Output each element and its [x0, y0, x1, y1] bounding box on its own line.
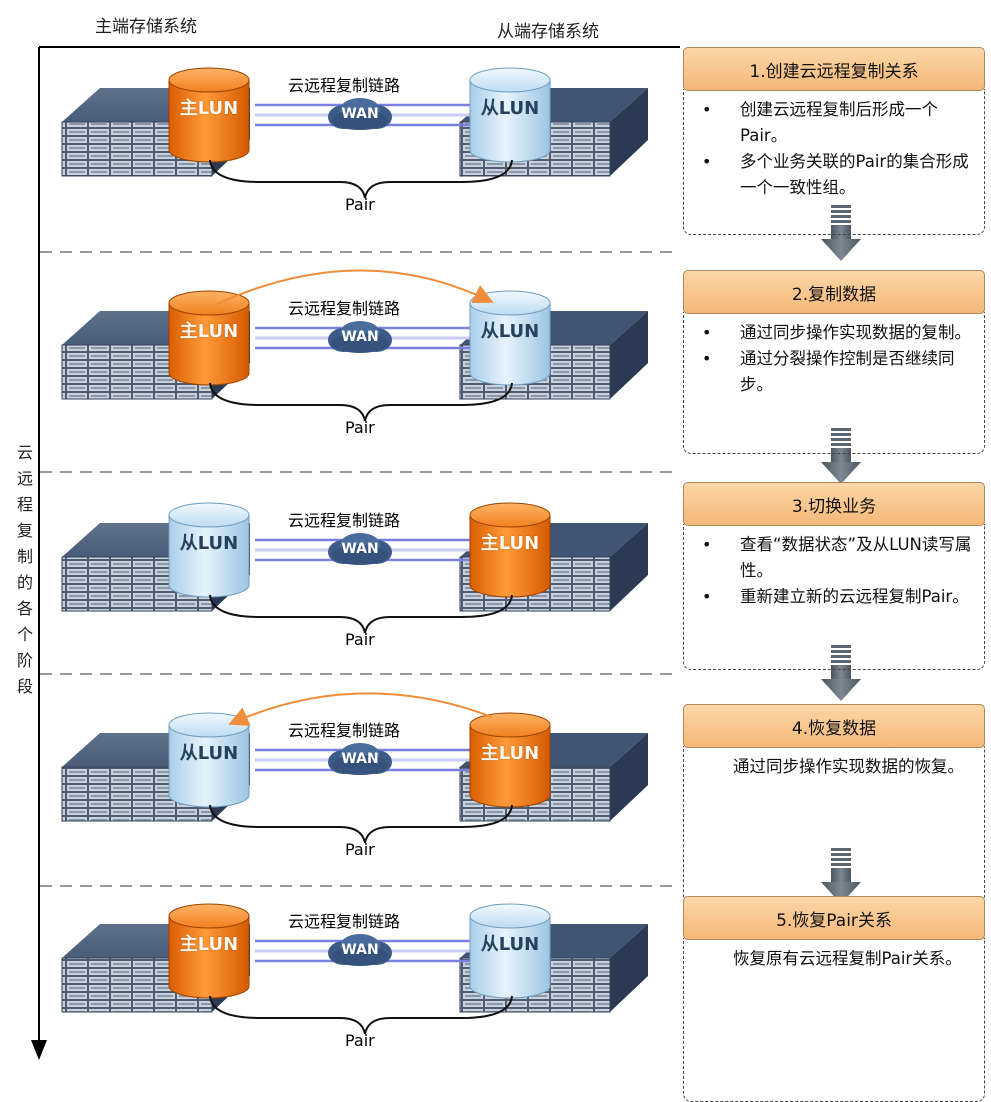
stage-card-body: 通过同步操作实现数据的恢复。	[683, 746, 985, 904]
timeline-arrowhead	[31, 1040, 47, 1060]
wan-cloud-icon	[328, 321, 392, 353]
primary-storage-header: 主端存储系统	[95, 17, 197, 37]
stage-card-title: 3.切换业务	[683, 482, 985, 526]
stage-card-bullet: 多个业务关联的Pair的集合形成一个一致性组。	[696, 149, 974, 201]
wan-cloud-icon	[328, 743, 392, 775]
next-stage-arrow-icon	[821, 205, 861, 261]
stage-card-title: 2.复制数据	[683, 270, 985, 314]
replication-stage	[61, 67, 648, 199]
stage-card-text: 恢复原有云远程复制Pair关系。	[733, 949, 962, 968]
wan-label: WAN	[341, 942, 379, 958]
right-lun-label: 从LUN	[480, 98, 540, 119]
pair-brace	[209, 804, 513, 844]
vertical-title-char: 程	[16, 495, 33, 514]
vertical-title-char: 云	[16, 443, 33, 462]
stage-card-bullet: 通过分裂操作控制是否继续同步。	[696, 346, 974, 398]
replication-stage	[61, 502, 648, 634]
wan-label: WAN	[341, 106, 379, 122]
left-lun-label: 从LUN	[179, 533, 239, 554]
stage-card-bullet: 查看“数据状态”及从LUN读写属性。	[696, 532, 974, 584]
pair-label: Pair	[345, 418, 375, 437]
pair-label: Pair	[345, 630, 375, 649]
left-lun-label: 从LUN	[179, 743, 239, 764]
main-lun-cylinder	[168, 290, 250, 386]
stage-card-bullet: 通过同步操作实现数据的复制。	[696, 320, 974, 346]
pair-brace	[209, 382, 513, 422]
secondary-lun-cylinder	[469, 290, 551, 386]
replication-link-label: 云远程复制链路	[288, 76, 401, 95]
vertical-title-char: 制	[16, 547, 33, 566]
secondary-lun-cylinder	[168, 502, 250, 598]
stage-card: 5.恢复Pair关系恢复原有云远程复制Pair关系。	[683, 896, 985, 1102]
right-lun-label: 从LUN	[480, 321, 540, 342]
stage-card: 1.创建云远程复制关系创建云远程复制后形成一个Pair。多个业务关联的Pair的…	[683, 47, 985, 235]
vertical-title-char: 各	[16, 599, 33, 618]
stage-card-body: 查看“数据状态”及从LUN读写属性。重新建立新的云远程复制Pair。	[683, 524, 985, 670]
stage-card-title: 1.创建云远程复制关系	[683, 47, 985, 91]
stage-card-body: 通过同步操作实现数据的复制。通过分裂操作控制是否继续同步。	[683, 312, 985, 454]
stage-card: 4.恢复数据通过同步操作实现数据的恢复。	[683, 704, 985, 904]
wan-label: WAN	[341, 329, 379, 345]
stage-card: 2.复制数据通过同步操作实现数据的复制。通过分裂操作控制是否继续同步。	[683, 270, 985, 454]
replication-direction-arrow	[228, 692, 493, 726]
stage-card-body: 创建云远程复制后形成一个Pair。多个业务关联的Pair的集合形成一个一致性组。	[683, 89, 985, 235]
stage-card-body: 恢复原有云远程复制Pair关系。	[683, 938, 985, 1102]
replication-link-label: 云远程复制链路	[288, 299, 401, 318]
pair-label: Pair	[345, 840, 375, 859]
next-stage-arrow-icon	[821, 428, 861, 484]
stage-card-text: 通过同步操作实现数据的恢复。	[733, 757, 964, 776]
replication-link-label: 云远程复制链路	[288, 912, 401, 931]
replication-stage	[61, 269, 648, 422]
left-lun-label: 主LUN	[179, 321, 239, 342]
main-lun-cylinder	[168, 903, 250, 999]
next-stage-arrow-icon	[821, 645, 861, 701]
main-lun-cylinder	[168, 67, 250, 163]
vertical-title-char: 复	[16, 521, 33, 540]
stage-card-title: 5.恢复Pair关系	[683, 896, 985, 940]
vertical-title-char: 的	[16, 573, 33, 592]
main-lun-cylinder	[469, 712, 551, 808]
right-lun-label: 主LUN	[480, 533, 540, 554]
replication-link-label: 云远程复制链路	[288, 511, 401, 530]
vertical-title-char: 段	[16, 677, 33, 696]
pair-brace	[209, 995, 513, 1035]
wan-cloud-icon	[328, 533, 392, 565]
vertical-title-char: 远	[16, 469, 33, 488]
stage-card: 3.切换业务查看“数据状态”及从LUN读写属性。重新建立新的云远程复制Pair。	[683, 482, 985, 670]
secondary-storage-header: 从端存储系统	[497, 22, 599, 42]
stage-card-title: 4.恢复数据	[683, 704, 985, 748]
left-lun-label: 主LUN	[179, 98, 239, 119]
left-lun-label: 主LUN	[179, 934, 239, 955]
replication-stage	[61, 903, 648, 1035]
pair-label: Pair	[345, 1031, 375, 1050]
vertical-title-char: 个	[16, 625, 33, 644]
replication-link-label: 云远程复制链路	[288, 721, 401, 740]
main-lun-cylinder	[469, 502, 551, 598]
wan-cloud-icon	[328, 934, 392, 966]
stage-card-bullet: 重新建立新的云远程复制Pair。	[696, 584, 974, 610]
right-lun-label: 主LUN	[480, 743, 540, 764]
right-lun-label: 从LUN	[480, 934, 540, 955]
diagram-canvas	[31, 46, 861, 1060]
stages-vertical-title: 云远程复制的各个阶段	[14, 440, 36, 700]
pair-brace	[209, 594, 513, 634]
vertical-title-char: 阶	[16, 651, 33, 670]
remote-replication-diagram: 主端存储系统 从端存储系统 云远程复制的各个阶段 云远程复制链路 WAN Pair 主…	[0, 0, 991, 1064]
next-stage-arrow-icon	[821, 848, 861, 904]
stage-card-bullet: 创建云远程复制后形成一个Pair。	[696, 97, 974, 149]
wan-cloud-icon	[328, 98, 392, 130]
pair-brace	[209, 159, 513, 199]
wan-label: WAN	[341, 751, 379, 767]
replication-stage	[61, 692, 648, 844]
pair-label: Pair	[345, 195, 375, 214]
replication-direction-arrow	[214, 269, 494, 306]
wan-label: WAN	[341, 541, 379, 557]
